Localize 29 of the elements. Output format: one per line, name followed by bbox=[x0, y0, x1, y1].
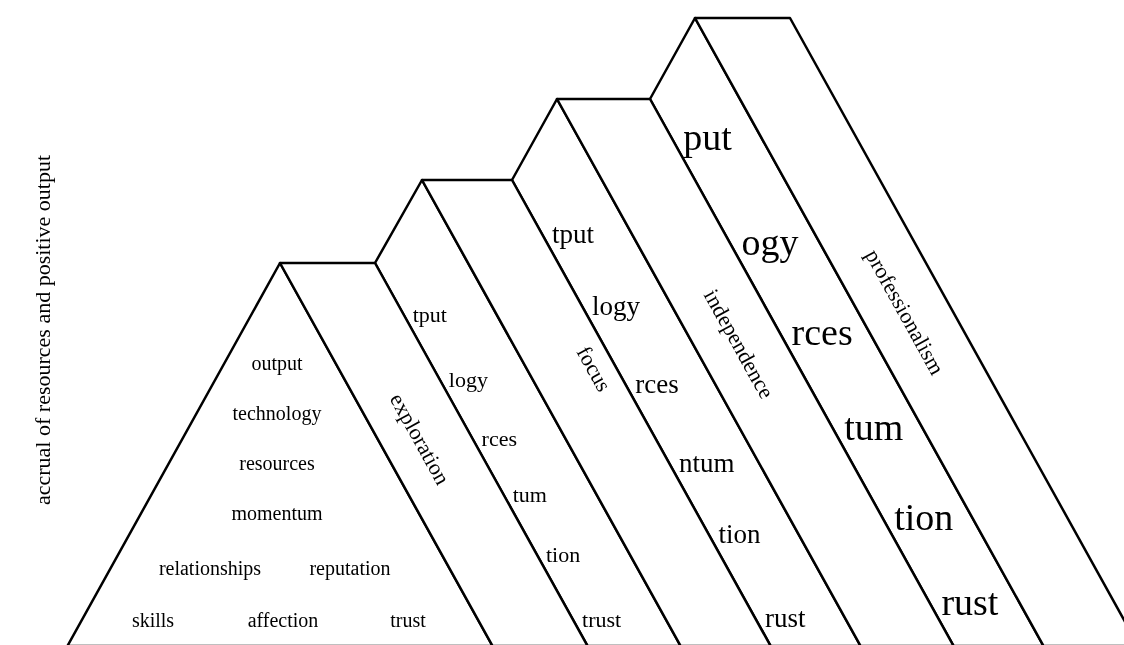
layer-word: ntum bbox=[679, 448, 735, 478]
axis-label: accrual of resources and positive output bbox=[30, 155, 56, 505]
layer-word: rces bbox=[481, 426, 517, 451]
layer-word: rces bbox=[791, 311, 853, 353]
layer-word: trust bbox=[582, 607, 622, 632]
layer-word: resources bbox=[239, 452, 315, 474]
layer-word: skills bbox=[131, 609, 175, 631]
layer-word: put bbox=[683, 116, 732, 158]
layer-word: tum bbox=[844, 406, 904, 448]
layer-word: rust bbox=[941, 581, 999, 623]
layer-word: tion bbox=[718, 519, 761, 549]
layer-word: tum bbox=[512, 482, 547, 507]
layer-word: tion bbox=[545, 542, 581, 567]
layer-word: ogy bbox=[741, 221, 799, 263]
layer-word: affection bbox=[247, 609, 319, 631]
layer-word: relationships bbox=[158, 557, 262, 579]
layer-word: rust bbox=[765, 603, 806, 633]
layer-word: logy bbox=[448, 367, 488, 392]
layer-word: logy bbox=[591, 291, 640, 321]
layer-word: tion bbox=[894, 496, 954, 538]
layer-word: reputation bbox=[309, 557, 391, 579]
stage-label: focus bbox=[571, 341, 617, 396]
layer-word: momentum bbox=[231, 502, 323, 524]
layer-word: trust bbox=[390, 609, 426, 631]
layer-word: output bbox=[251, 352, 303, 374]
layer-word: tput bbox=[412, 302, 447, 327]
layer-word: tput bbox=[551, 219, 594, 249]
layer-word: rces bbox=[635, 369, 679, 399]
layer-word: technology bbox=[232, 402, 322, 424]
